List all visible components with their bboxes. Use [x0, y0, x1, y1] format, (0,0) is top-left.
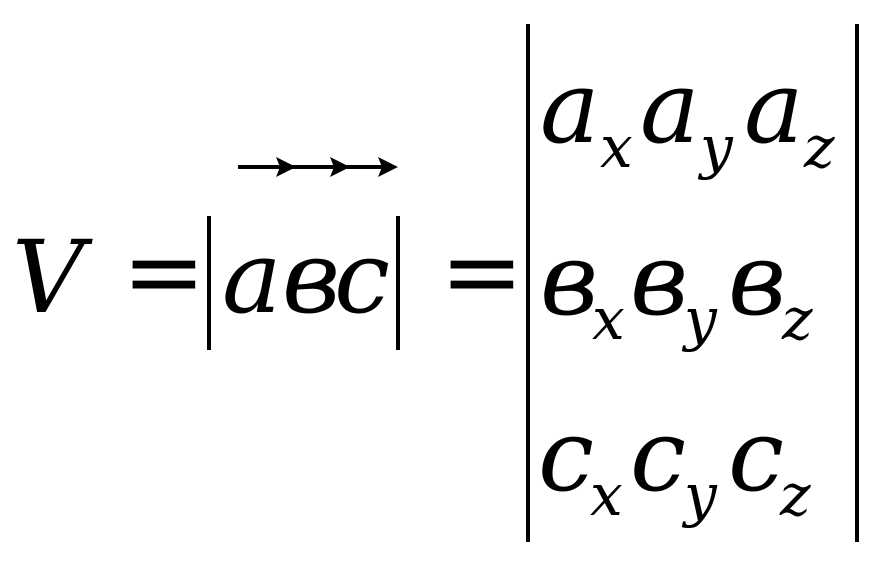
- vector-arrow-icon: [346, 157, 398, 177]
- matrix-entry-base: a: [744, 49, 804, 166]
- abs-bar-left: [207, 216, 211, 350]
- matrix-entry-subscript: x: [590, 461, 623, 529]
- volume-symbol: V: [12, 219, 85, 336]
- vector-b: в: [282, 219, 341, 336]
- determinant-bar-left: [526, 24, 530, 542]
- vector-arrow-icon: [292, 157, 350, 177]
- matrix-entry-subscript: y: [684, 461, 717, 529]
- matrix-entry-base: в: [728, 221, 787, 338]
- matrix-entry-base: c: [630, 397, 687, 514]
- matrix-entry-base: a: [640, 49, 700, 166]
- matrix-entry-subscript: z: [804, 113, 835, 181]
- vector-arrow-icon: [238, 157, 296, 177]
- abs-bar-right: [396, 216, 400, 350]
- vector-a: a: [222, 219, 282, 336]
- equals-sign: =: [440, 213, 524, 330]
- matrix-entry-base: a: [540, 49, 600, 166]
- matrix-entry-subscript: x: [592, 285, 625, 353]
- matrix-entry-subscript: z: [780, 461, 811, 529]
- vector-c: c: [334, 219, 391, 336]
- matrix-entry-subscript: y: [684, 285, 717, 353]
- matrix-entry-subscript: z: [782, 285, 813, 353]
- matrix-entry-base: c: [538, 397, 595, 514]
- matrix-entry-subscript: y: [700, 113, 733, 181]
- determinant-bar-right: [855, 24, 859, 542]
- matrix-entry-base: в: [630, 221, 689, 338]
- matrix-entry-base: c: [728, 397, 785, 514]
- matrix-entry-base: в: [540, 221, 599, 338]
- matrix-entry-subscript: x: [600, 113, 633, 181]
- equals-sign: =: [122, 213, 206, 330]
